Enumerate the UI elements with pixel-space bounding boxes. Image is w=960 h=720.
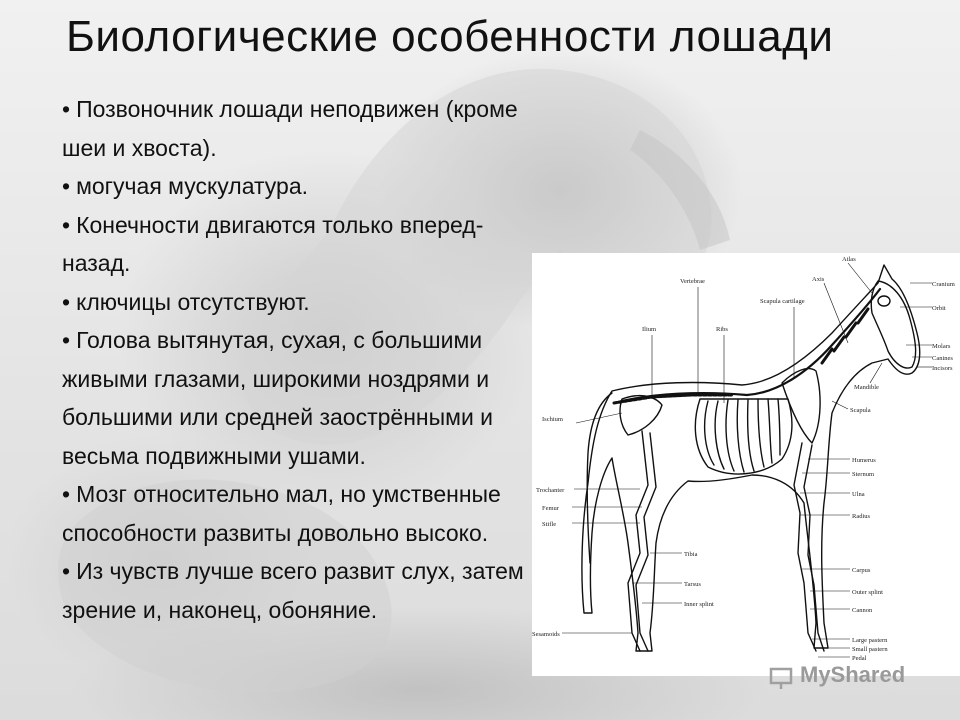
label-pedal: Pedal: [852, 655, 867, 662]
bullet-item: •Позвоночник лошади неподвижен (кроме ше…: [62, 96, 518, 161]
label-molars: Molars: [932, 343, 951, 350]
label-trochanter: Trochanter: [536, 487, 565, 494]
label-scapula-cartilage: Scapula cartilage: [760, 298, 805, 305]
label-humerus: Humerus: [852, 457, 876, 464]
label-ischium: Ischium: [542, 416, 563, 423]
bullet-item: •могучая мускулатура.: [62, 173, 309, 199]
label-tarsus: Tarsus: [684, 581, 701, 588]
label-tibia: Tibia: [684, 551, 698, 558]
label-ribs: Ribs: [716, 326, 728, 333]
skull: [870, 280, 917, 369]
label-ilium: Ilium: [642, 326, 656, 333]
rib-cage: [694, 398, 793, 475]
label-radius: Radius: [852, 513, 871, 520]
horse-skeleton-diagram: Vertebrae Scapula cartilage Axis Atlas C…: [532, 253, 960, 676]
label-femur: Femur: [542, 505, 560, 512]
fore-leg-bones: [793, 442, 825, 652]
presentation-icon: [769, 667, 793, 689]
bullet-item: •Голова вытянутая, сухая, с большими жив…: [62, 327, 494, 469]
label-stifle: Stifle: [542, 521, 556, 528]
label-inner-splint: Inner splint: [684, 601, 714, 608]
label-outer-splint: Outer splint: [852, 589, 883, 596]
bullet-item: •ключицы отсутствуют.: [62, 288, 310, 315]
bullet-item: •Из чувств лучше всего развит слух, зате…: [62, 558, 524, 623]
label-canines: Canines: [932, 355, 953, 362]
label-small-pastern: Small pastern: [852, 646, 888, 653]
label-mandible: Mandible: [854, 384, 879, 391]
slide-title: Биологические особенности лошади: [66, 12, 834, 61]
label-ulna: Ulna: [852, 491, 865, 498]
label-cannon: Cannon: [852, 607, 873, 614]
label-carpus: Carpus: [852, 567, 871, 574]
spine: [612, 287, 882, 405]
label-atlas: Atlas: [842, 256, 856, 263]
tail: [586, 392, 613, 564]
label-orbit: Orbit: [932, 305, 946, 312]
label-axis: Axis: [812, 276, 825, 283]
label-incisors: Incisors: [932, 365, 953, 372]
scapula: [781, 367, 821, 444]
label-scapula: Scapula: [850, 407, 871, 414]
bullet-item: •Мозг относительно мал, но умственные сп…: [62, 481, 501, 546]
skeleton-drawing: Vertebrae Scapula cartilage Axis Atlas C…: [532, 256, 955, 662]
pelvis: [619, 394, 663, 436]
bullet-item: •Конечности двигаются только вперед-наза…: [62, 211, 484, 277]
watermark-text: MyShared: [800, 662, 906, 687]
label-large-pastern: Large pastern: [852, 637, 888, 644]
label-sesamoids: Sesamoids: [532, 631, 560, 638]
label-vertebrae: Vertebrae: [680, 278, 705, 285]
label-cranium: Cranium: [932, 281, 955, 288]
label-sternum: Sternum: [852, 471, 874, 478]
body-outline: [581, 264, 921, 652]
bullet-list: •Позвоночник лошади неподвижен (кроме ше…: [62, 90, 532, 629]
